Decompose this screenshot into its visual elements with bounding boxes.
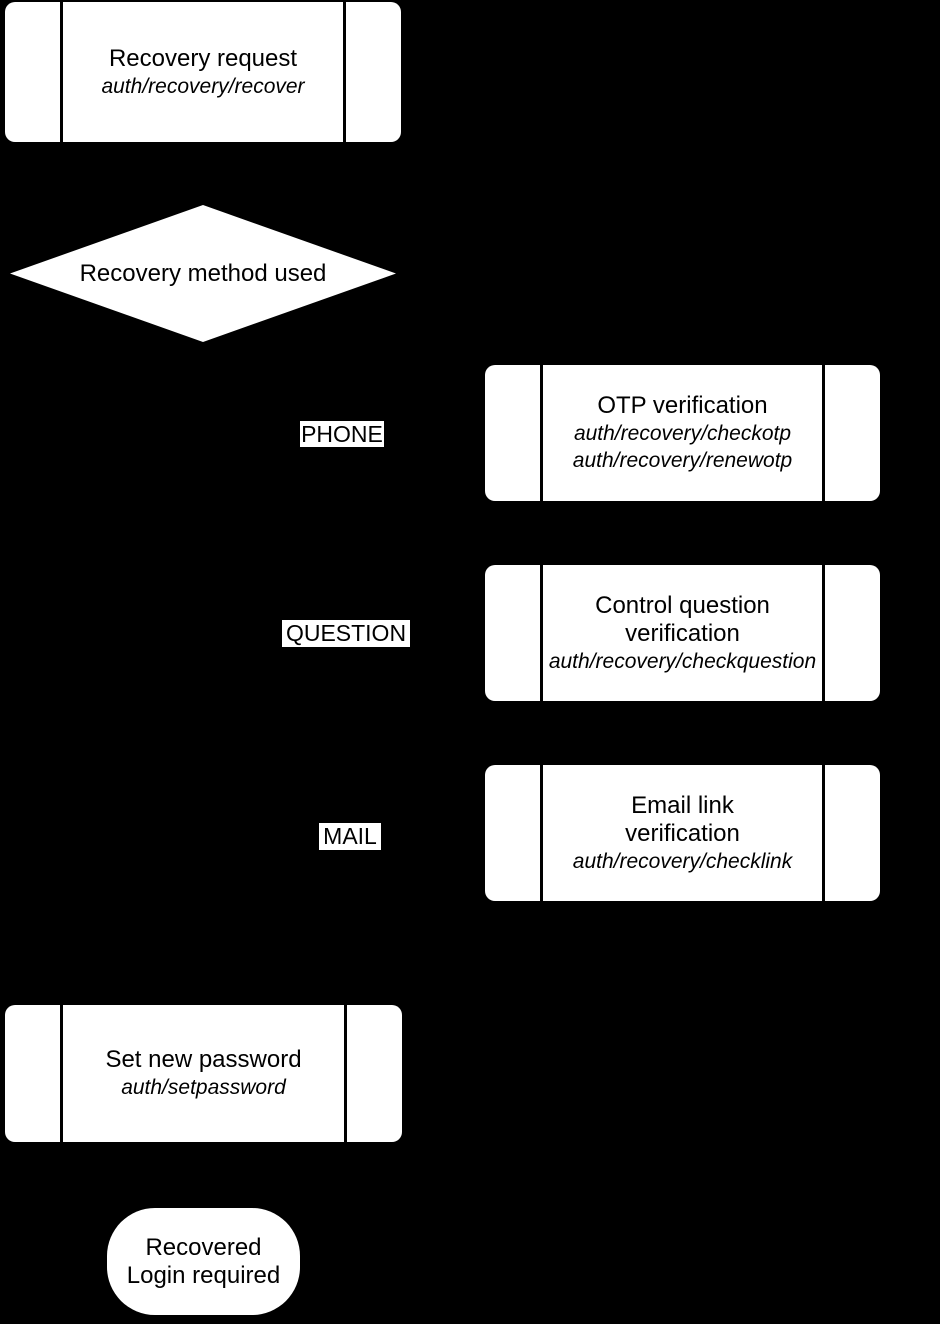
subroutine-bar-left [540, 765, 543, 901]
node-endpoint: auth/recovery/recover [101, 74, 305, 98]
subroutine-bar-left [540, 365, 543, 501]
branch-label-phone: PHONE [300, 420, 384, 447]
subroutine-bar-right [822, 765, 825, 901]
node-recovery-request-content: Recovery request auth/recovery/recover [63, 2, 343, 142]
node-email-link-content: Email link verification auth/recovery/ch… [543, 765, 822, 901]
node-otp-verification-content: OTP verification auth/recovery/checkotp … [543, 365, 822, 501]
node-set-new-password-content: Set new password auth/setpassword [63, 1005, 344, 1142]
node-title: Set new password [105, 1046, 302, 1073]
node-title: verification [625, 619, 740, 647]
subroutine-bar-right [822, 565, 825, 701]
node-recovered-terminal: Recovered Login required [107, 1208, 300, 1315]
subroutine-bar-right [343, 2, 346, 142]
node-recovery-request: Recovery request auth/recovery/recover [5, 2, 401, 142]
subroutine-bar-left [60, 2, 63, 142]
node-email-link-verification: Email link verification auth/recovery/ch… [485, 765, 880, 901]
terminal-line: Login required [126, 1261, 281, 1289]
subroutine-bar-left [60, 1005, 63, 1142]
terminal-line: Recovered [145, 1233, 262, 1261]
node-title: verification [625, 819, 740, 847]
node-set-new-password: Set new password auth/setpassword [5, 1005, 402, 1142]
node-title: Email link [631, 791, 734, 819]
node-endpoint: auth/recovery/checkquestion [548, 649, 817, 673]
subroutine-bar-right [344, 1005, 347, 1142]
node-title: OTP verification [597, 392, 768, 419]
subroutine-bar-left [540, 565, 543, 701]
decision-label: Recovery method used [79, 259, 327, 287]
node-control-question-content: Control question verification auth/recov… [543, 565, 822, 701]
node-otp-verification: OTP verification auth/recovery/checkotp … [485, 365, 880, 501]
node-endpoint: auth/recovery/checklink [572, 849, 793, 873]
node-recovery-method-decision: Recovery method used [10, 205, 396, 342]
node-title: Recovery request [108, 44, 298, 72]
node-endpoint: auth/recovery/renewotp [572, 449, 793, 472]
node-control-question-verification: Control question verification auth/recov… [485, 565, 880, 701]
subroutine-bar-right [822, 365, 825, 501]
node-title: Control question [595, 591, 770, 619]
branch-label-question: QUESTION [282, 620, 410, 647]
branch-label-mail: MAIL [319, 823, 381, 850]
node-endpoint: auth/recovery/checkotp [573, 422, 792, 445]
node-endpoint: auth/setpassword [121, 1076, 286, 1099]
